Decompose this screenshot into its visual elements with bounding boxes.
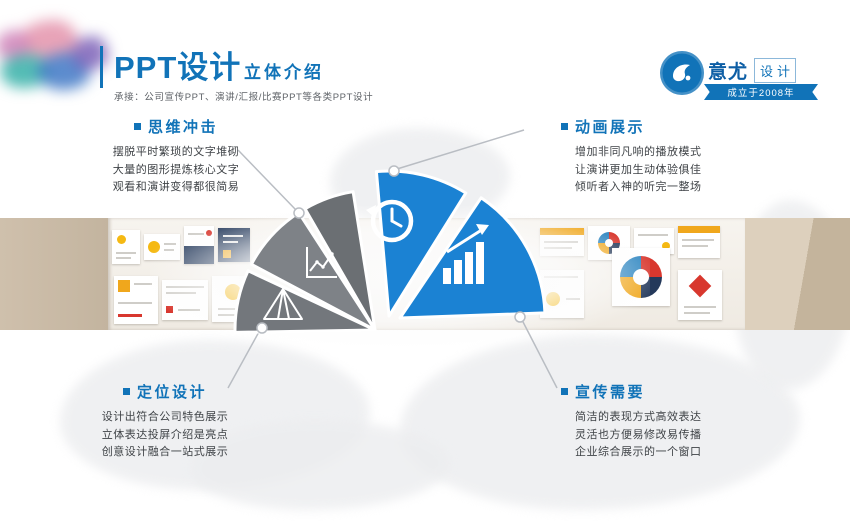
company-logo: 意尤 设计 成立于2008年 (660, 50, 830, 102)
callout-title-row: 宣传需要 (561, 381, 751, 402)
callout-body: 摆脱平时繁琐的文字堆砌 大量的图形提炼核心文字 观看和演讲变得都很简易 (90, 144, 262, 197)
callout-line: 观看和演讲变得都很简易 (112, 181, 240, 193)
bullet-square-icon (122, 388, 130, 395)
callout-line: 创意设计融合一站式展示 (101, 446, 229, 458)
thumb-shape (684, 306, 716, 308)
watercolor-splash (0, 20, 116, 100)
thumb-shape (118, 302, 152, 304)
callout-line: 立体表达投屏介绍是亮点 (101, 428, 229, 441)
thumb-shape (117, 235, 126, 244)
thumb-shape (134, 283, 152, 285)
logo-badge (660, 51, 704, 95)
callout-line: 简洁的表现方式高效表达 (575, 411, 702, 423)
callout-body: 增加非同凡响的播放模式 让演讲更加生动体验俱佳 倾听者入神的听完一整场 (561, 144, 751, 197)
callout-line: 增加非同凡响的播放模式 (575, 146, 702, 158)
callout-title: 定位设计 (136, 384, 207, 401)
thumb-shape (638, 234, 668, 236)
callout-line: 倾听者入神的听完一整场 (575, 181, 702, 193)
callout-title-row: 定位设计 (70, 381, 260, 402)
callout-line: 灵活也方便易修改易传播 (575, 428, 702, 441)
strip-right-edge (745, 218, 850, 330)
diamond-shape (688, 274, 712, 298)
bullet-square-icon (561, 388, 568, 395)
callout-line: 企业综合展示的一个窗口 (575, 446, 702, 458)
service-tagline: 承接：公司宣传PPT、演讲/汇报/比赛PPT等各类PPT设计 (114, 92, 374, 103)
callout-title: 动画展示 (575, 119, 646, 136)
paint-swoosh-icon (673, 64, 691, 82)
background-blob (400, 335, 800, 510)
slide-thumbnail (112, 230, 140, 264)
slide-thumbnail (678, 270, 722, 320)
callout-bottom-right: 宣传需要 简洁的表现方式高效表达 灵活也方便易修改易传播 企业综合展示的一个窗口 (561, 381, 751, 462)
thumb-shape (118, 280, 130, 292)
thumb-shape (684, 312, 710, 314)
callout-line: 摆脱平时繁琐的文字堆砌 (112, 146, 240, 158)
founding-year-banner: 成立于2008年 (704, 84, 818, 100)
callout-body: 设计出符合公司特色展示 立体表达投屏介绍是亮点 创意设计融合一站式展示 (70, 409, 260, 462)
page-title: PPT设计 (114, 50, 242, 85)
strip-left-edge (0, 218, 108, 330)
callout-title: 思维冲击 (147, 119, 218, 136)
callout-line: 让演讲更加生动体验俱佳 (575, 163, 702, 176)
splash-spot (20, 20, 78, 58)
logo-name-bold: 意尤 (708, 62, 749, 83)
strip-center-wash (150, 206, 650, 346)
callout-top-left: 思维冲击 摆脱平时繁琐的文字堆砌 大量的图形提炼核心文字 观看和演讲变得都很简易 (90, 116, 262, 197)
portfolio-photo-strip (0, 206, 850, 346)
thumb-shape (116, 257, 131, 259)
thumb-shape (682, 239, 714, 241)
thumb-shape (682, 245, 708, 247)
callout-top-right: 动画展示 增加非同凡响的播放模式 让演讲更加生动体验俱佳 倾听者入神的听完一整场 (561, 116, 751, 197)
logo-text: 意尤 设计 (708, 57, 797, 84)
bullet-square-icon (561, 123, 568, 130)
callout-title-row: 思维冲击 (90, 116, 262, 137)
thumb-shape (116, 252, 136, 254)
callout-title-row: 动画展示 (561, 116, 751, 137)
callout-line: 设计出符合公司特色展示 (101, 411, 229, 423)
thumb-shape (662, 242, 670, 250)
bullet-square-icon (133, 123, 141, 130)
thumb-shape (118, 314, 142, 317)
callout-title: 宣传需要 (575, 384, 646, 401)
callout-bottom-left: 定位设计 设计出符合公司特色展示 立体表达投屏介绍是亮点 创意设计融合一站式展示 (70, 381, 260, 462)
slide-thumbnail (678, 226, 720, 258)
logo-name-boxed: 设计 (754, 58, 797, 83)
callout-line: 大量的图形提炼核心文字 (112, 163, 240, 176)
callout-body: 简洁的表现方式高效表达 灵活也方便易修改易传播 企业综合展示的一个窗口 (561, 409, 751, 462)
background-blob (190, 420, 450, 510)
page-subtitle: 立体介绍 (244, 63, 324, 82)
title-accent-rule (100, 46, 103, 88)
thumb-shape (678, 226, 720, 233)
